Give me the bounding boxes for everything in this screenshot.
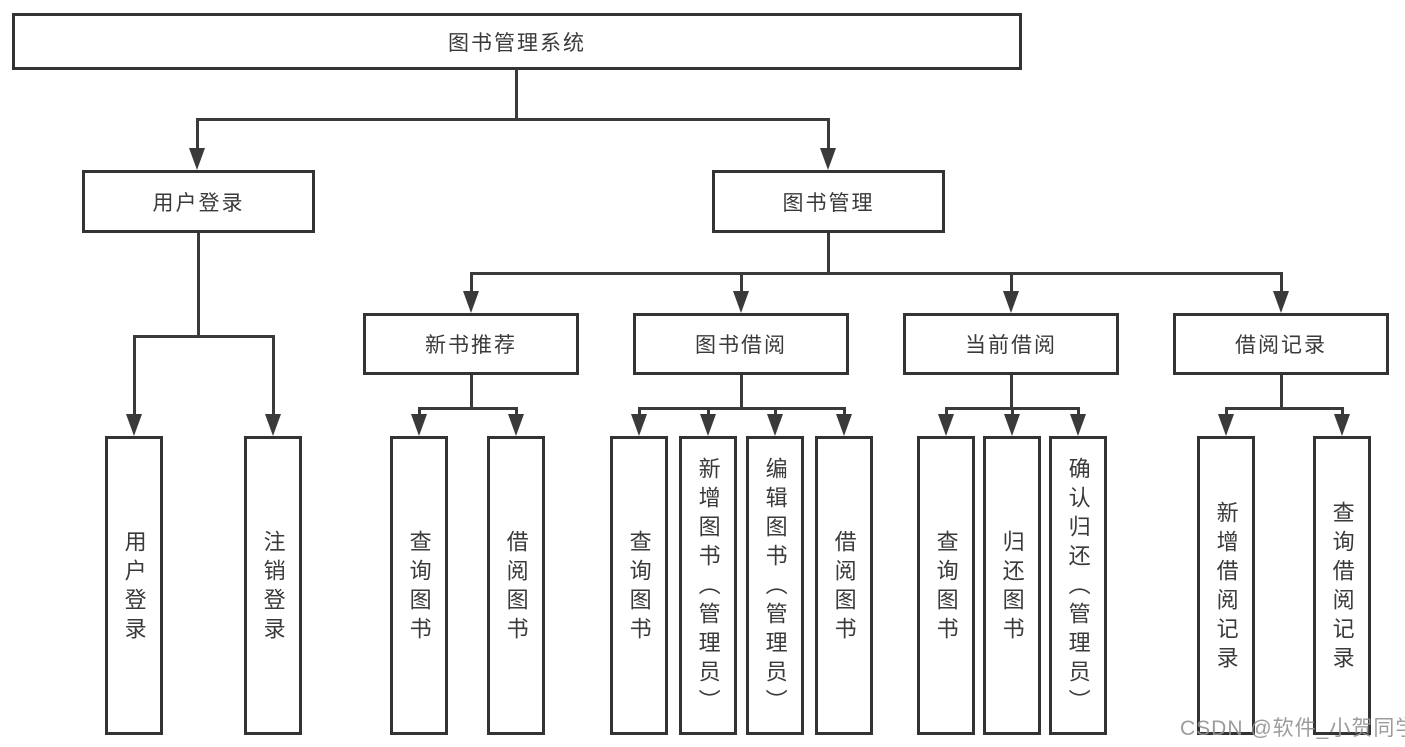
leaf-bb-add-books-admin: 新增图书（管理员） bbox=[679, 436, 737, 735]
connector-leaf-drop bbox=[1225, 407, 1228, 417]
leaf-bb-edit-books-admin: 编辑图书（管理员） bbox=[746, 436, 804, 735]
node-book-borrowing: 图书借阅 bbox=[633, 313, 849, 375]
node-book-management: 图书管理 bbox=[712, 170, 945, 233]
leaf-bb-borrow-books: 借阅图书 bbox=[815, 436, 873, 735]
leaf-logout: 注销登录 bbox=[244, 436, 302, 735]
connector-to-leaf-user-login bbox=[133, 335, 136, 417]
arrow-down-icon bbox=[767, 414, 783, 436]
leaf-cb-query-books: 查询图书 bbox=[917, 436, 975, 735]
arrow-down-icon bbox=[1273, 291, 1289, 313]
connector-new-books-stem bbox=[470, 375, 473, 409]
arrow-down-icon bbox=[411, 414, 427, 436]
connector-to-leaf-logout bbox=[272, 335, 275, 417]
connector-user-login-branch bbox=[133, 335, 275, 338]
leaf-cb-return-books: 归还图书 bbox=[983, 436, 1041, 735]
arrow-down-icon bbox=[1334, 414, 1350, 436]
node-new-book-recommend: 新书推荐 bbox=[363, 313, 579, 375]
connector-borrow-records-branch bbox=[1225, 407, 1344, 410]
arrow-down-icon bbox=[1004, 414, 1020, 436]
connector-leaf-drop bbox=[1077, 407, 1080, 417]
connector-to-book-management bbox=[827, 118, 830, 153]
leaf-user-login: 用户登录 bbox=[105, 436, 163, 735]
arrow-down-icon bbox=[836, 414, 852, 436]
connector-leaf-drop bbox=[843, 407, 846, 417]
connector-leaf-drop bbox=[774, 407, 777, 417]
connector-leaf-drop bbox=[515, 407, 518, 417]
connector-to-new-books bbox=[470, 272, 473, 295]
connector-leaf-drop bbox=[945, 407, 948, 417]
connector-root-stem bbox=[515, 69, 518, 120]
connector-to-user-login bbox=[196, 118, 199, 153]
connector-leaf-drop bbox=[1341, 407, 1344, 417]
leaf-br-add-record: 新增借阅记录 bbox=[1197, 436, 1255, 735]
connector-to-book-borrow bbox=[740, 272, 743, 295]
connector-book-mgmt-stem bbox=[827, 233, 830, 274]
arrow-down-icon bbox=[1003, 291, 1019, 313]
leaf-br-query-record: 查询借阅记录 bbox=[1313, 436, 1371, 735]
leaf-cb-confirm-return-admin: 确认归还（管理员） bbox=[1049, 436, 1107, 735]
arrow-down-icon bbox=[265, 414, 281, 436]
arrow-down-icon bbox=[700, 414, 716, 436]
connector-leaf-drop bbox=[638, 407, 641, 417]
connector-book-borrow-stem bbox=[740, 375, 743, 409]
arrow-down-icon bbox=[463, 291, 479, 313]
arrow-down-icon bbox=[820, 148, 836, 170]
connector-current-borrow-stem bbox=[1010, 375, 1013, 409]
connector-to-borrow-records bbox=[1280, 272, 1283, 295]
arrow-down-icon bbox=[126, 414, 142, 436]
node-current-borrowing: 当前借阅 bbox=[903, 313, 1119, 375]
arrow-down-icon bbox=[1218, 414, 1234, 436]
connector-leaf-drop bbox=[418, 407, 421, 417]
node-borrowing-records: 借阅记录 bbox=[1173, 313, 1389, 375]
connector-book-borrow-branch bbox=[638, 407, 846, 410]
connector-to-current-borrow bbox=[1010, 272, 1013, 295]
connector-leaf-drop bbox=[707, 407, 710, 417]
leaf-bb-query-books: 查询图书 bbox=[610, 436, 668, 735]
connector-leaf-drop bbox=[1011, 407, 1014, 417]
leaf-nb-borrow-books: 借阅图书 bbox=[487, 436, 545, 735]
connector-borrow-records-stem bbox=[1280, 375, 1283, 409]
connector-user-login-stem bbox=[197, 233, 200, 337]
node-user-login: 用户登录 bbox=[82, 170, 315, 233]
arrow-down-icon bbox=[508, 414, 524, 436]
csdn-watermark: CSDN @软件_小贺同学 bbox=[1180, 717, 1405, 740]
node-library-management-system: 图书管理系统 bbox=[12, 13, 1022, 70]
arrow-down-icon bbox=[938, 414, 954, 436]
leaf-nb-query-books: 查询图书 bbox=[390, 436, 448, 735]
arrow-down-icon bbox=[733, 291, 749, 313]
arrow-down-icon bbox=[189, 148, 205, 170]
connector-book-mgmt-branch bbox=[470, 272, 1283, 275]
connector-new-books-branch bbox=[418, 407, 518, 410]
arrow-down-icon bbox=[1070, 414, 1086, 436]
arrow-down-icon bbox=[631, 414, 647, 436]
connector-root-branch bbox=[196, 118, 830, 121]
